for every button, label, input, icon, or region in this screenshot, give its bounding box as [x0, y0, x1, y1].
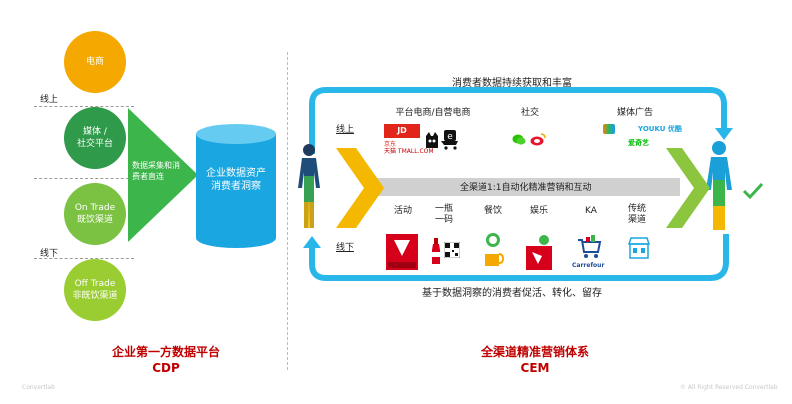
data-collection-arrow-text: 数据采集和消 费者直连 — [132, 160, 180, 182]
ecommerce-circle-label: 电商 — [85, 57, 104, 67]
cem-caption-line2: CEM — [520, 361, 550, 375]
footer-left-text: Convertlab — [22, 384, 55, 391]
cdp-offline-divider — [34, 258, 134, 259]
media-social-circle-line2: 社交平台 — [76, 139, 113, 149]
offline-channel-events-line1: 活动 — [393, 206, 412, 216]
social-channel-label: 社交 — [520, 108, 539, 118]
offline-channel-traditional-line2: 渠道 — [627, 215, 646, 225]
offline-channel-traditional: 传统 渠道 — [622, 204, 652, 226]
cylinder-line1: 企业数据资产 — [206, 168, 266, 179]
entertainment-icon — [526, 235, 552, 270]
cem-bottom-text: 基于数据洞察的消费者促活、转化、留存 — [422, 288, 602, 299]
cem-online-label: 线上 — [336, 125, 355, 135]
off-trade-circle-line2: 非既饮渠道 — [72, 291, 118, 301]
off-trade-circle-line1: Off Trade — [74, 279, 116, 289]
cdp-online-label: 线上 — [40, 95, 59, 105]
wechat-icon — [512, 134, 526, 145]
data-collection-arrow-line2: 费者直连 — [132, 172, 164, 181]
youku-logo: YOUKU 优酷 — [638, 125, 682, 133]
bottle-icon — [432, 238, 440, 264]
cdp-offline-label: 线下 — [40, 249, 59, 259]
success-check-icon — [742, 182, 764, 200]
on-trade-circle: On Trade 既饮渠道 — [64, 183, 126, 245]
qr-code-icon — [444, 242, 460, 258]
media-social-circle: 媒体 / 社交平台 — [64, 107, 126, 169]
media-social-circle-line1: 媒体 / — [83, 127, 107, 137]
cdp-caption-line1: 企业第一方数据平台 — [111, 345, 220, 359]
ecommerce-circle: 电商 — [64, 31, 126, 93]
cdp-caption: 企业第一方数据平台 CDP — [100, 344, 232, 376]
tmall-logo: 天猫 TMALL.COM — [384, 148, 434, 155]
shopping-cart-icon: e — [441, 130, 458, 150]
dining-icon — [485, 233, 504, 266]
cdp-caption-line2: CDP — [152, 361, 180, 375]
iqiyi-logo: 爱奇艺 — [628, 139, 649, 147]
cem-loop — [303, 87, 733, 281]
event-stage-icon — [386, 234, 418, 270]
jd-logo-sub: 京东 — [384, 141, 397, 148]
data-collection-arrow-line1: 数据采集和消 — [132, 161, 180, 170]
storefront-icon — [627, 237, 651, 259]
offline-channel-dining-line1: 餐饮 — [483, 206, 502, 216]
offline-channel-traditional-line1: 传统 — [627, 204, 646, 214]
cdp-online-divider — [34, 106, 134, 107]
jd-logo: JD — [384, 124, 420, 138]
footer-right-text: © All Right Reserved Convertlab — [680, 384, 778, 391]
offline-channel-dining: 餐饮 — [478, 206, 508, 217]
offline-channel-bottle-code-line1: 一瓶 — [434, 204, 453, 214]
cem-caption-line1: 全渠道精准营销体系 — [480, 345, 589, 359]
media-ads-channel-label: 媒体广告 — [616, 108, 653, 118]
omnichannel-band-text: 全渠道1:1自动化精准营销和互动 — [460, 183, 592, 193]
consumer-figure-right — [706, 141, 732, 230]
cylinder-text: 企业数据资产 消费者洞察 — [196, 167, 276, 193]
cem-caption: 全渠道精准营销体系 CEM — [455, 344, 615, 376]
weibo-icon — [530, 133, 546, 146]
on-trade-circle-line1: On Trade — [74, 203, 116, 213]
offline-channel-events: 活动 — [388, 206, 418, 217]
offline-channel-ka: KA — [576, 206, 606, 217]
cdp-middle-divider — [34, 178, 134, 179]
off-trade-circle: Off Trade 非既饮渠道 — [64, 259, 126, 321]
offline-channel-entertainment: 娱乐 — [524, 206, 554, 217]
cem-top-text: 消费者数据持续获取和丰富 — [452, 78, 572, 89]
offline-channel-ka-line1: KA — [585, 206, 597, 216]
jd-logo-text: JD — [397, 126, 407, 135]
omnichannel-band — [336, 148, 710, 228]
data-collection-arrow — [128, 108, 198, 242]
svg-text:e: e — [447, 132, 453, 142]
offline-channel-entertainment-line1: 娱乐 — [529, 206, 548, 216]
cem-offline-label: 线下 — [336, 243, 355, 253]
cylinder-line2: 消费者洞察 — [211, 181, 261, 192]
carrefour-logo: Carrefour — [572, 262, 605, 269]
data-cylinder — [196, 124, 276, 248]
on-trade-circle-line2: 既饮渠道 — [76, 215, 113, 225]
tencent-video-icon — [603, 124, 615, 134]
section-separator — [287, 52, 288, 370]
tmall-cat-icon — [426, 132, 438, 148]
offline-channel-bottle-code: 一瓶 一码 — [434, 204, 454, 226]
consumer-figure-left — [298, 144, 320, 228]
carrefour-icon — [578, 235, 602, 258]
ecommerce-channel-label: 平台电商/自营电商 — [395, 108, 471, 118]
offline-channel-bottle-code-line2: 一码 — [434, 215, 453, 225]
